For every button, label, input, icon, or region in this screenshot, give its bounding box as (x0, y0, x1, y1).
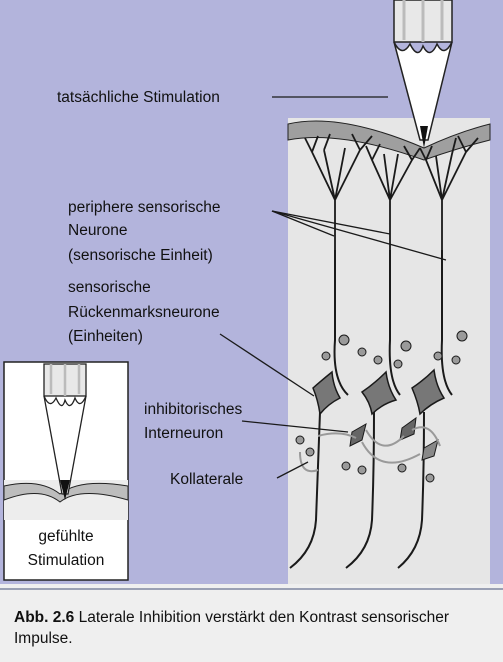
caption-label: Abb. 2.6 (14, 609, 74, 626)
felt-stimulation-inset: gefühlte Stimulation (4, 362, 128, 580)
label-actual-stimulation: tatsächliche Stimulation (57, 89, 220, 106)
label-spinal-neurons-line1: sensorische (68, 279, 151, 296)
caption-rule (0, 588, 503, 590)
label-inhibitory-interneuron-line2: Interneuron (144, 425, 223, 442)
label-felt-stimulation-line2: Stimulation (28, 552, 105, 569)
label-peripheral-neurons-line3: (sensorische Einheit) (68, 247, 213, 264)
label-peripheral-neurons-line1: periphere sensorische (68, 199, 221, 216)
diagram-panel: tatsächliche Stimulation periphere senso… (0, 0, 503, 584)
label-felt-stimulation-line1: gefühlte (38, 528, 93, 545)
caption-text: Laterale Inhibition verstärkt den Kontra… (14, 609, 449, 647)
label-spinal-neurons-line2: Rückenmarksneurone (68, 304, 220, 321)
label-peripheral-neurons-line2: Neurone (68, 222, 127, 239)
label-collateral: Kollaterale (170, 471, 243, 488)
figure-caption: Abb. 2.6 Laterale Inhibition verstärkt d… (14, 607, 494, 649)
label-spinal-neurons-line3: (Einheiten) (68, 328, 143, 345)
label-inhibitory-interneuron-line1: inhibitorisches (144, 401, 242, 418)
